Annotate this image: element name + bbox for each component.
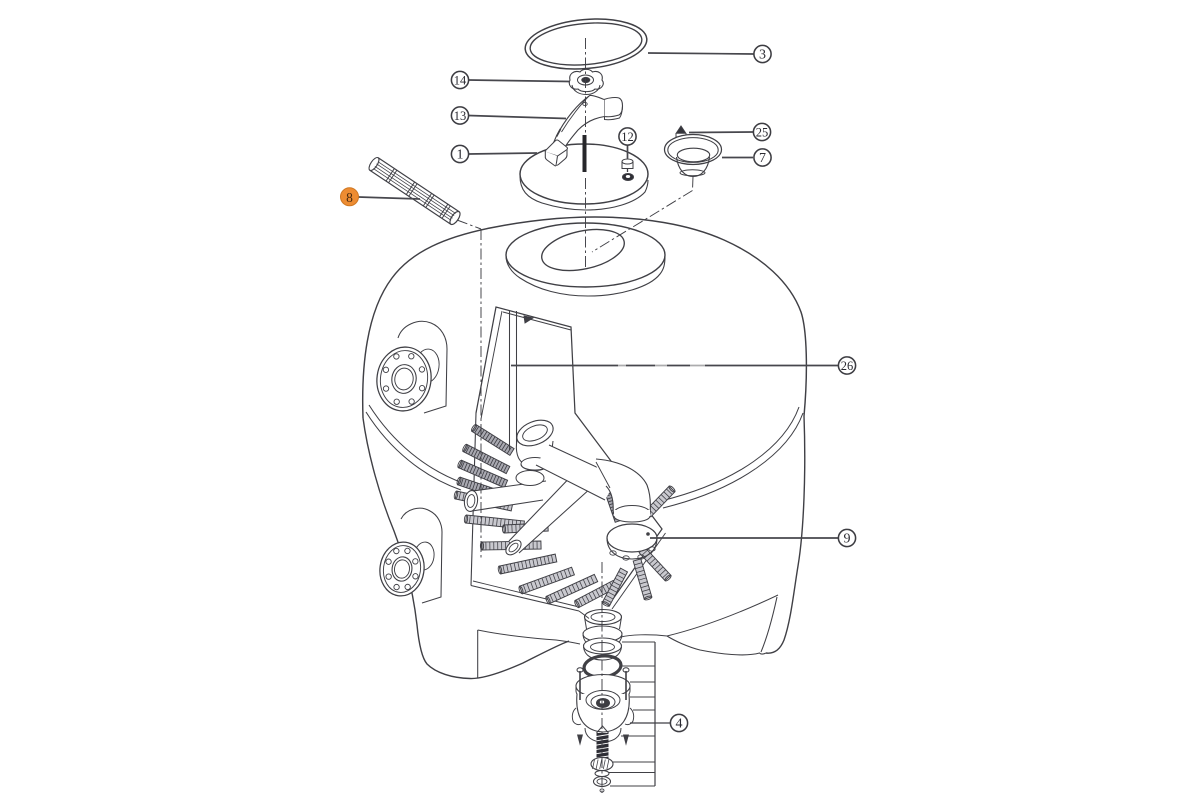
svg-text:3: 3 xyxy=(759,48,766,63)
svg-text:12: 12 xyxy=(621,130,634,144)
svg-text:4: 4 xyxy=(676,717,683,732)
svg-text:7: 7 xyxy=(759,151,766,166)
svg-text:8: 8 xyxy=(346,190,353,205)
svg-text:9: 9 xyxy=(844,532,851,547)
svg-text:25: 25 xyxy=(756,126,769,140)
svg-text:14: 14 xyxy=(454,74,467,88)
svg-text:26: 26 xyxy=(841,359,854,373)
svg-text:1: 1 xyxy=(457,148,464,163)
svg-text:13: 13 xyxy=(454,109,467,123)
